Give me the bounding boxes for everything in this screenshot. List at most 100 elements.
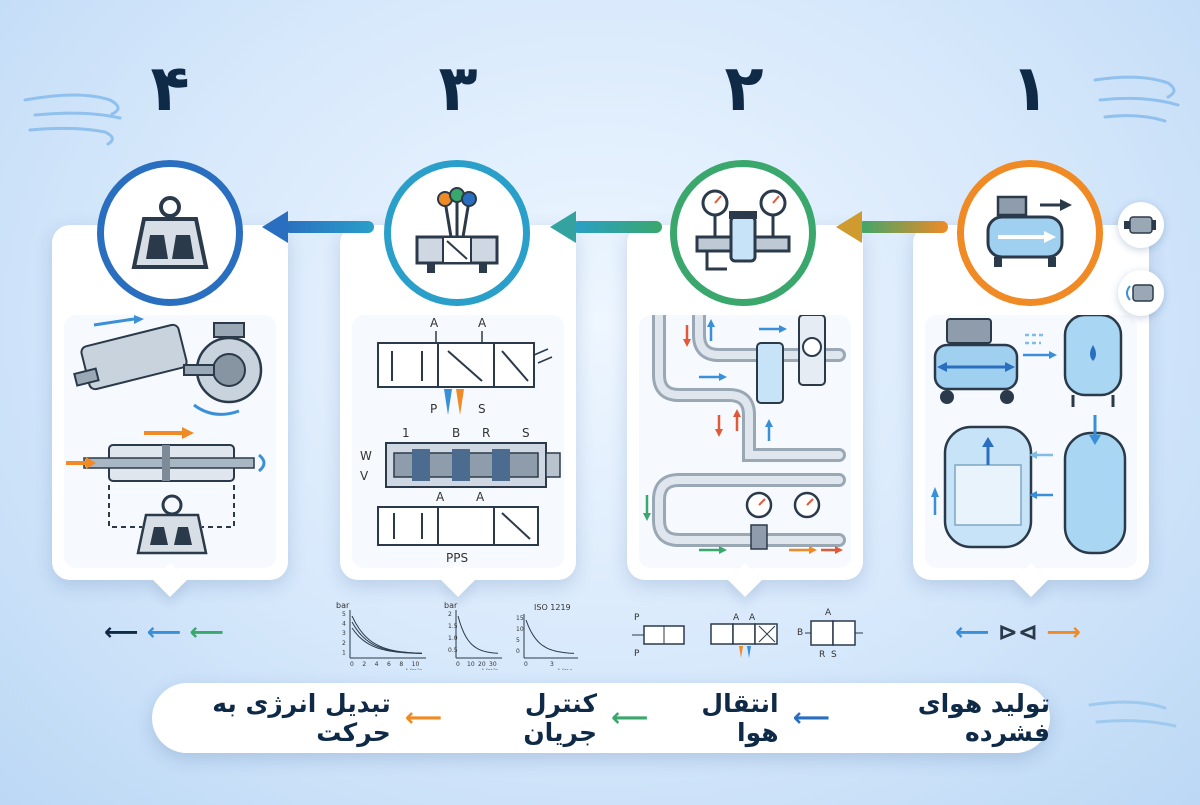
flow-arrow-1-to-2 [836, 211, 948, 243]
mini-chart-tick-y: 5 [342, 611, 346, 618]
mini-chart-tick-x: 2 [362, 661, 366, 668]
svg-text:PPS: PPS [446, 551, 468, 565]
arrow-left-icon: ⟵ [189, 618, 224, 646]
legend-arrow-icon: ⟵ [792, 703, 830, 733]
legend-item-air-transmission: انتقال هوا [701, 689, 779, 747]
wind-bottom-right-icon [1088, 700, 1177, 728]
svg-text:1: 1 [402, 426, 410, 440]
mini-chart-tick-x: 6 [387, 661, 391, 668]
mini-chart-tick-x: 0 [524, 661, 528, 668]
mini-chart-tick-x: 0 [350, 661, 354, 668]
air-dryer-tank-icon [931, 425, 1053, 549]
svg-text:A: A [825, 608, 832, 618]
electric-motor-icon [183, 322, 263, 416]
flow-arrow-3-to-4 [262, 211, 374, 243]
mini-chart-tick-y: 2 [342, 640, 346, 647]
legend-item-flow-control: کنترل جریان [523, 689, 598, 747]
mini-valve-symbol-3: A B R S [797, 608, 863, 660]
step-circle-1 [957, 160, 1103, 306]
card-step-4-illustration [64, 315, 276, 568]
svg-text:A: A [733, 613, 740, 623]
mini-chart-tick-x: 10 [467, 661, 475, 668]
svg-text:A: A [476, 490, 485, 504]
mini-chart-3: ISO 1219 15105003L/mo [516, 603, 578, 670]
legend-arrow-icon: ⟵ [611, 703, 649, 733]
rotary-motor-badge-icon [1118, 270, 1164, 316]
step-circle-2 [670, 160, 816, 306]
mini-chart-tick-y: 1.0 [448, 635, 458, 642]
mini-chart-x-unit: L/mo [558, 668, 573, 670]
step-circle-3 [384, 160, 530, 306]
mini-chart-curve [351, 615, 423, 654]
svg-text:A: A [436, 490, 445, 504]
svg-text:V: V [360, 469, 369, 483]
mini-chart-curve [525, 619, 575, 654]
step-ring-1 [957, 160, 1103, 306]
mini-chart-tick-x: 8 [399, 661, 403, 668]
pressure-gauge-pipe-icon [695, 189, 791, 271]
step-number-4: ۴ [150, 52, 190, 126]
spool-valve-section: 1 B R S W V [360, 426, 561, 488]
mini-chart-tick-y: 0.5 [448, 647, 458, 654]
svg-text:bar: bar [444, 601, 458, 610]
legend-arrow-icon: ⟵ [404, 703, 443, 733]
mini-valve-symbol-1: P P [632, 613, 685, 659]
weight-load-icon [131, 196, 209, 269]
wind-right-icon [1093, 75, 1180, 123]
svg-text:B: B [797, 628, 803, 638]
step-ring-2 [670, 160, 816, 306]
compressor-icon [986, 195, 1072, 267]
motor-badge-icon [1118, 202, 1164, 248]
svg-text:A: A [749, 613, 756, 623]
mini-chart-tick-y: 2 [448, 611, 452, 618]
air-receiver-tank-icon [1063, 315, 1123, 407]
vertical-tank-icon [1063, 415, 1127, 555]
svg-text:ISO 1219: ISO 1219 [534, 603, 571, 612]
mini-valve-symbol-2: A A [710, 613, 778, 658]
check-valve-symbol-icon: ⊳⊲ [997, 618, 1038, 646]
control-valve-icon [415, 187, 499, 273]
mini-chart-tick-x: 10 [412, 661, 420, 668]
arrow-left-icon: ⟵ [104, 618, 139, 646]
svg-text:A: A [430, 316, 439, 330]
mini-chart-x-unit: L/min [406, 668, 423, 670]
svg-text:bar: bar [336, 601, 350, 610]
mini-chart-tick-y: 3 [342, 630, 346, 637]
mini-chart-x-unit: L/min [482, 668, 499, 670]
mini-chart-tick-x: 30 [489, 661, 497, 668]
svg-text:W: W [360, 449, 372, 463]
step-number-1: ۱ [1010, 52, 1050, 126]
mini-chart-tick-x: 4 [375, 661, 379, 668]
mini-chart-tick-y: 15 [516, 615, 524, 622]
card-step-3-illustration: A A P S [352, 315, 564, 568]
step-number-3: ۳ [438, 52, 478, 126]
filter-regulator-icon [756, 315, 826, 404]
svg-text:R: R [819, 650, 825, 660]
mini-arrows-left: ⟵ ⟵ ⟵ [104, 618, 224, 646]
mini-arrows-right: ⟵ ⊳⊲ ⟶ [955, 618, 1081, 646]
card-step-2-illustration [639, 315, 851, 568]
air-compressor-icon [933, 318, 1057, 404]
process-legend: تولید هوای فشرده ⟵ انتقال هوا ⟵ کنترل جر… [152, 683, 1050, 753]
mini-chart-curve [351, 627, 423, 654]
mini-chart-tick-x: 20 [478, 661, 486, 668]
pneumatic-cylinder-icon [73, 315, 188, 391]
mini-chart-tick-y: 10 [516, 626, 524, 633]
svg-text:S: S [478, 402, 486, 416]
step-number-2: ۲ [724, 52, 764, 126]
weight-icon [108, 485, 235, 555]
card-step-3: A A P S [340, 225, 576, 580]
card-step-1-illustration [925, 315, 1137, 568]
svg-text:P: P [634, 649, 640, 659]
mini-chart-tick-y: 5 [516, 637, 520, 644]
mini-chart-1: bar 543210246810L/min [336, 601, 426, 670]
directional-valve-symbol-bottom: A A PPS [377, 490, 539, 565]
mini-chart-tick-y: 1 [342, 649, 346, 656]
mini-chart-tick-y: 1.5 [448, 623, 458, 630]
mini-chart-tick-y: 4 [342, 621, 346, 628]
svg-text:B: B [452, 426, 460, 440]
legend-item-energy-to-motion: تبدیل انرژی به حرکت [212, 689, 391, 747]
flow-arrow-2-to-3 [550, 211, 662, 243]
svg-text:S: S [522, 426, 530, 440]
